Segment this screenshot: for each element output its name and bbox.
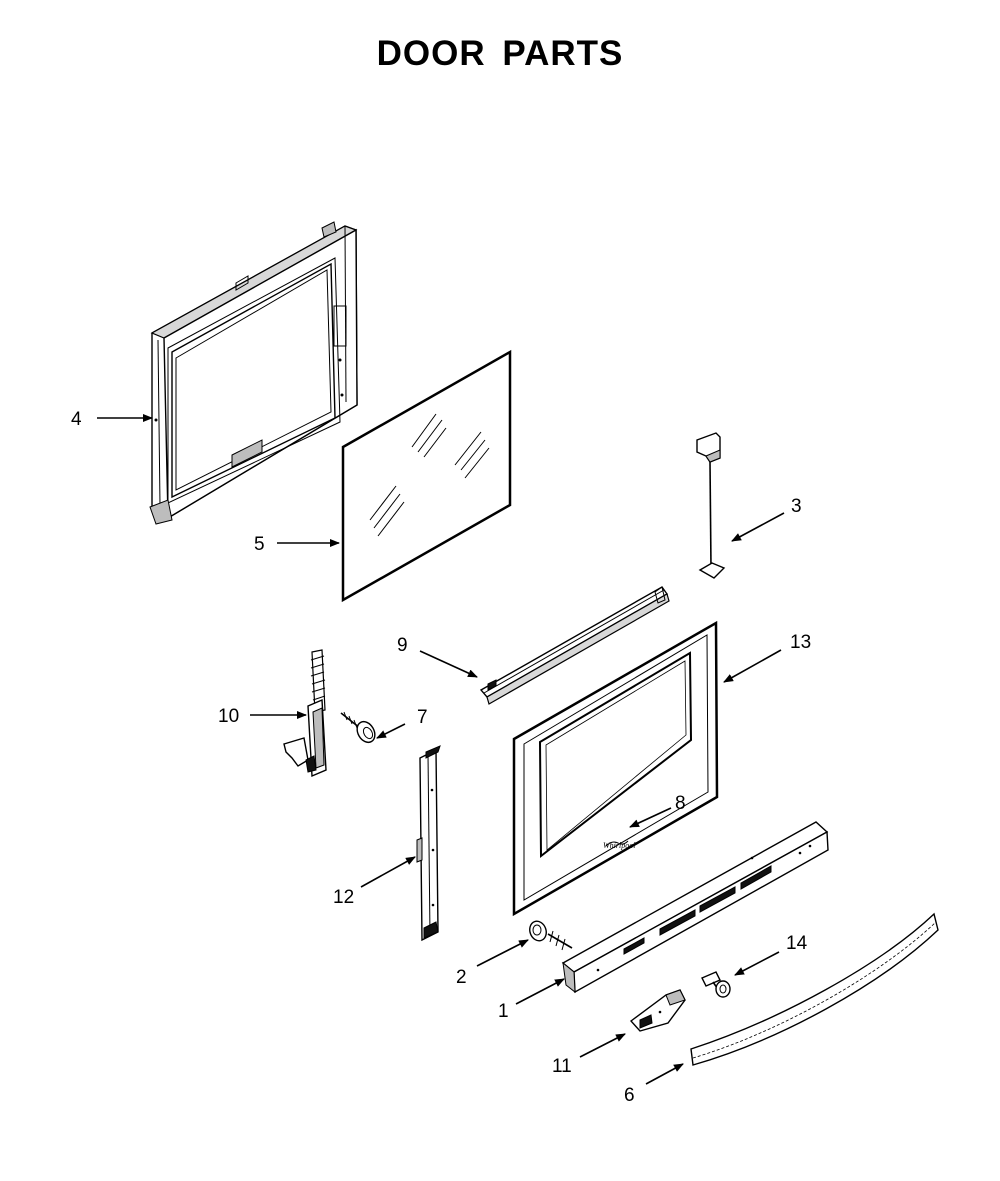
part-10-hinge: [283, 649, 327, 778]
part-2-bumper: [529, 920, 573, 951]
part-3-bracket: [696, 432, 726, 579]
callout-1: 1: [498, 1001, 509, 1022]
callout-6: 6: [624, 1085, 635, 1106]
callout-12: 12: [333, 887, 354, 908]
part-4-inner-door-frame: [149, 221, 358, 525]
callout-8: 8: [675, 793, 686, 814]
callout-14: 14: [786, 933, 808, 954]
part-6-door-handle: [690, 912, 939, 1066]
part-1-vent-trim: [561, 821, 829, 994]
leader-lines: [97, 414, 785, 1085]
callout-3: 3: [791, 496, 802, 517]
part-9-trim-strip: [479, 586, 670, 705]
part-7-screw: [340, 711, 376, 744]
callout-13: 13: [790, 632, 811, 653]
callout-11: 11: [552, 1056, 572, 1077]
callout-5: 5: [254, 534, 265, 555]
callout-2: 2: [456, 967, 467, 988]
part-13-outer-door-panel: Whirlpool: [512, 620, 719, 917]
part-11-end-cap: [629, 989, 686, 1032]
callout-4: 4: [71, 409, 82, 430]
callout-9: 9: [397, 635, 408, 656]
callout-10: 10: [218, 706, 239, 727]
part-12-side-rail: [416, 745, 441, 942]
svg-text:Whirlpool: Whirlpool: [603, 841, 636, 850]
callout-7: 7: [417, 707, 428, 728]
part-5-door-glass: [341, 349, 512, 603]
page-title: DOOR PARTS: [376, 34, 624, 73]
part-14-screw: [701, 971, 731, 998]
